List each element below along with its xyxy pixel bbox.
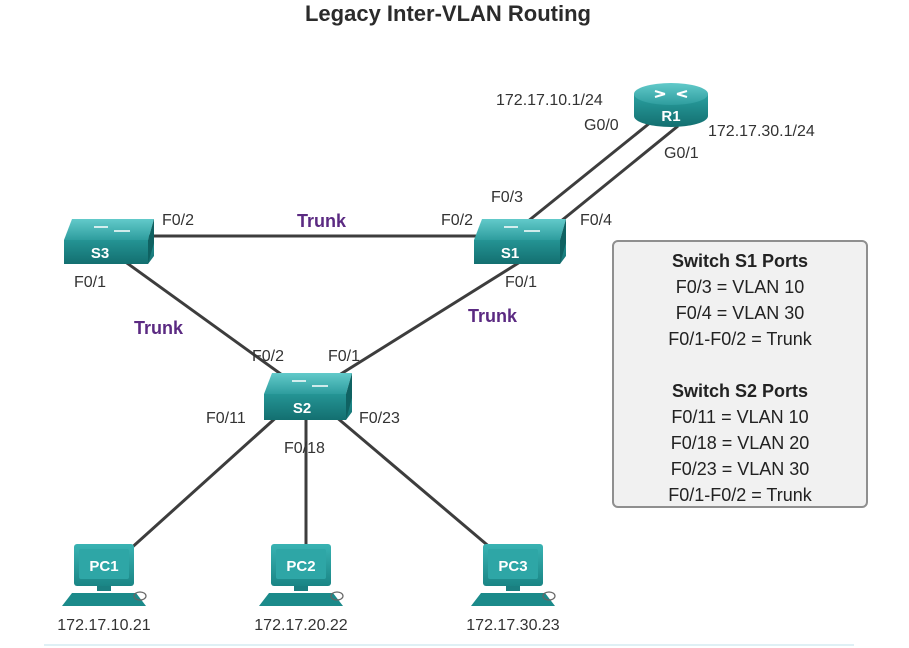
- s3-f02-port: F0/2: [162, 212, 194, 229]
- r1-g00-ip: 172.17.10.1/24: [496, 92, 603, 109]
- pc-icon: [62, 544, 147, 606]
- s2-port-line: F0/23 = VLAN 30: [670, 459, 810, 479]
- pc2-ip: 172.17.20.22: [254, 617, 348, 634]
- pc-icon: [259, 544, 344, 606]
- s1-port-line: F0/4 = VLAN 30: [675, 303, 805, 323]
- s1-port-line: F0/3 = VLAN 10: [675, 277, 805, 297]
- bottom-divider: [44, 644, 854, 646]
- switch-label: S2: [293, 400, 311, 417]
- pc-pc1[interactable]: PC1: [62, 544, 147, 606]
- link-s2-pc1: [116, 403, 292, 562]
- s2-f018-port: F0/18: [284, 440, 325, 457]
- switch-icon: [264, 373, 352, 420]
- s2-port-line: F0/11 = VLAN 10: [671, 407, 809, 427]
- switch-label: S1: [501, 245, 519, 262]
- pc-icon: [471, 544, 556, 606]
- switch-label: S3: [91, 245, 109, 262]
- switch-s2[interactable]: S2: [264, 373, 352, 420]
- s2-f01-port: F0/1: [328, 348, 360, 365]
- link-r1-g00-s1-f03: [521, 116, 657, 228]
- s2-f023-port: F0/23: [359, 410, 400, 427]
- s1-port-line: F0/1-F0/2 = Trunk: [668, 329, 812, 349]
- pc-label: PC3: [498, 558, 527, 575]
- s1-ports-heading: Switch S1 Ports: [671, 251, 809, 271]
- pc-pc3[interactable]: PC3: [471, 544, 556, 606]
- s2-port-line: F0/1-F0/2 = Trunk: [668, 485, 812, 505]
- s1-f04-port: F0/4: [580, 212, 612, 229]
- router-icon: [634, 83, 708, 127]
- r1-g01-port: G0/1: [664, 145, 699, 162]
- trunk-label-s1-s2: Trunk: [468, 306, 518, 326]
- switch-icon: [64, 219, 154, 264]
- link-r1-g01-s1-f04: [549, 124, 679, 232]
- link-s3-s2-trunk: [119, 256, 297, 387]
- spacer: [614, 352, 866, 378]
- router-r1[interactable]: R1: [634, 83, 708, 127]
- router-label: R1: [661, 108, 680, 125]
- diagram-title: Legacy Inter-VLAN Routing: [305, 1, 591, 26]
- pc-pc2[interactable]: PC2: [259, 544, 344, 606]
- s1-f03-port: F0/3: [491, 189, 523, 206]
- r1-g00-port: G0/0: [584, 117, 619, 134]
- s1-f02-port: F0/2: [441, 212, 473, 229]
- link-s2-pc3: [321, 403, 506, 562]
- port-assignment-box: Switch S1 Ports F0/3 = VLAN 10 F0/4 = VL…: [612, 240, 868, 508]
- pc3-ip: 172.17.30.23: [466, 617, 560, 634]
- s2-port-line: F0/18 = VLAN 20: [670, 433, 810, 453]
- s2-f011-port: F0/11: [206, 410, 246, 427]
- pc-label: PC2: [286, 558, 315, 575]
- link-s1-s2-trunk: [319, 260, 521, 389]
- trunk-label-s3-s2: Trunk: [134, 318, 184, 338]
- s2-f02-port: F0/2: [252, 348, 284, 365]
- r1-g01-ip: 172.17.30.1/24: [708, 123, 815, 140]
- switch-s3[interactable]: S3: [64, 219, 154, 264]
- pc-label: PC1: [89, 558, 118, 575]
- links: [116, 116, 679, 562]
- switch-s1[interactable]: S1: [474, 219, 566, 264]
- s3-f01-port: F0/1: [74, 274, 106, 291]
- trunk-label-s3-s1: Trunk: [297, 211, 347, 231]
- pc1-ip: 172.17.10.21: [57, 617, 151, 634]
- s1-f01-port: F0/1: [505, 274, 537, 291]
- s2-ports-heading: Switch S2 Ports: [671, 381, 809, 401]
- switch-icon: [474, 219, 566, 264]
